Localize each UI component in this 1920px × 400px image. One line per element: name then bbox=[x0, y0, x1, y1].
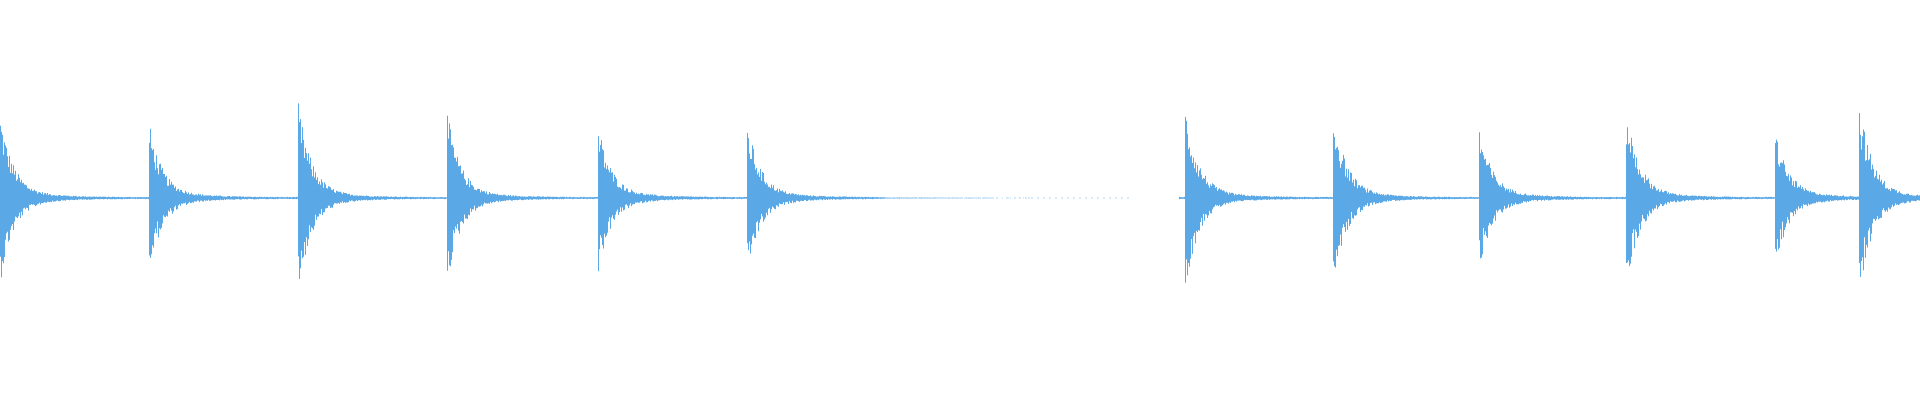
waveform-path-group bbox=[0, 103, 1920, 283]
waveform-path bbox=[0, 103, 1920, 283]
